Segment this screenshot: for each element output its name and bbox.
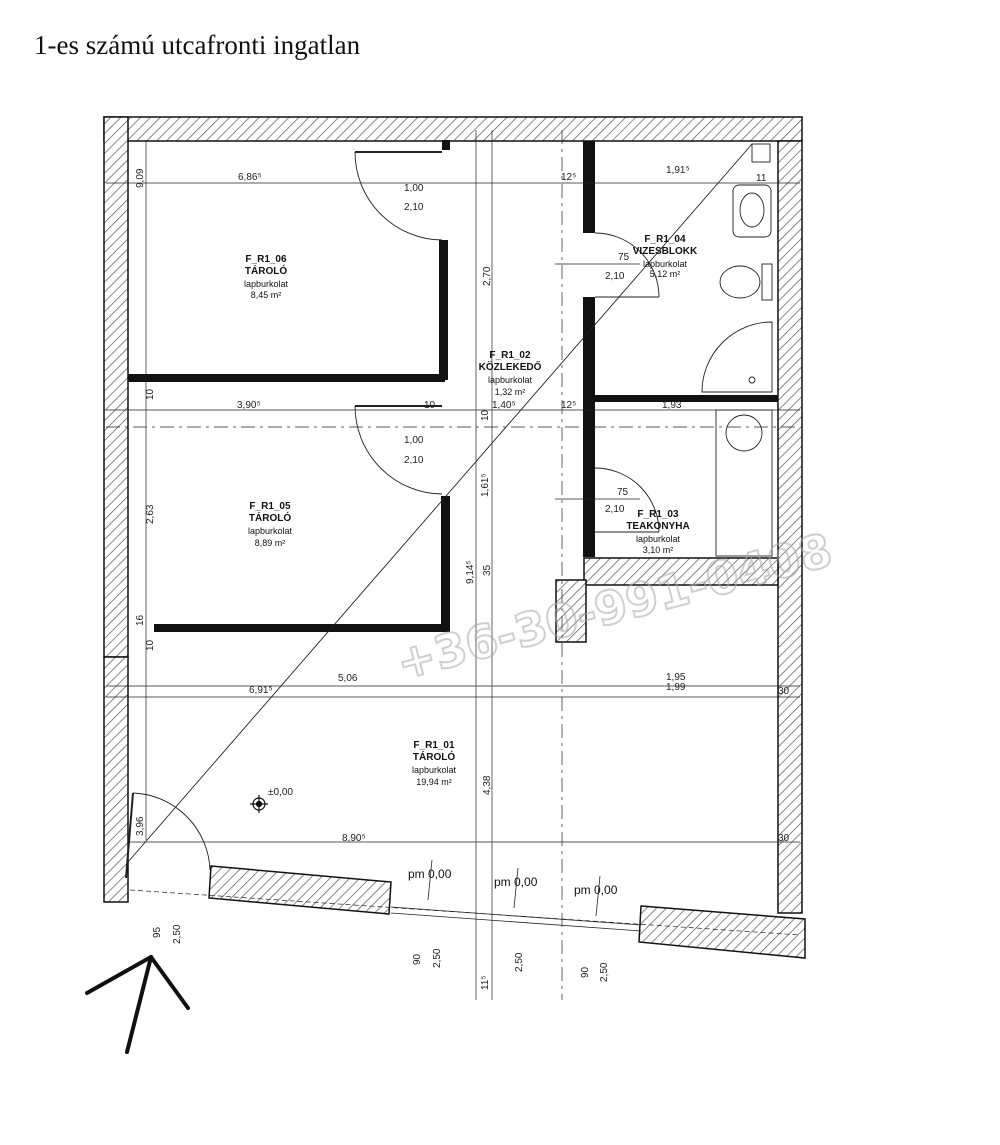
svg-text:lapburkolat: lapburkolat [488, 375, 533, 385]
dim-label: 1,40⁵ [492, 400, 516, 411]
dim-label: 3,96 [135, 816, 146, 836]
svg-text:3,10 m²: 3,10 m² [643, 545, 674, 555]
bathroom-fixtures [701, 143, 773, 557]
pm-label-2: pm 0,00 [494, 875, 538, 889]
svg-text:8,89 m²: 8,89 m² [255, 538, 286, 548]
svg-text:lapburkolat: lapburkolat [412, 765, 457, 775]
svg-text:lapburkolat: lapburkolat [248, 526, 293, 536]
room-label-f-r1-03: F_R1_03 TEAKONYHA lapburkolat 3,10 m² [626, 509, 689, 555]
dim-label: 10 [424, 400, 436, 411]
dim-label: 11⁵ [480, 975, 491, 990]
dim-label: 3,90⁵ [237, 400, 261, 411]
svg-text:lapburkolat: lapburkolat [636, 534, 681, 544]
dim-label: 5,06 [338, 673, 358, 684]
dim-label: 30 [778, 686, 790, 697]
svg-text:TEAKONYHA: TEAKONYHA [626, 521, 689, 532]
doors [125, 151, 660, 879]
dim-label: ±0,00 [268, 787, 293, 798]
elevation-marker-icon [250, 795, 268, 813]
pm-labels: pm 0,00 pm 0,00 pm 0,00 [408, 867, 618, 897]
windows [390, 906, 642, 932]
dim-label: 1,95 [666, 672, 686, 683]
entrance-arrow-icon [85, 955, 190, 1054]
dim-label: 2,10 [404, 202, 424, 213]
dim-label: 2,50 [514, 952, 525, 972]
column-icon [751, 143, 771, 163]
room-label-f-r1-01: F_R1_01 TÁROLÓ lapburkolat 19,94 m² [412, 740, 457, 787]
dim-label: 1,00 [404, 183, 424, 194]
dim-label: 1,93 [662, 400, 682, 411]
dim-label: 2,10 [605, 504, 625, 515]
phone-watermark: +36-30-991-0408 [391, 523, 838, 691]
svg-text:8,45 m²: 8,45 m² [251, 290, 282, 300]
pm-label-3: pm 0,00 [574, 883, 618, 897]
dim-label: 6,91⁵ [249, 685, 273, 696]
kitchen-counter-icon [715, 409, 773, 557]
dim-label: 1,00 [404, 435, 424, 446]
svg-text:19,94 m²: 19,94 m² [416, 777, 452, 787]
dim-label: 12⁵ [561, 172, 576, 183]
dim-label: 35 [482, 564, 493, 576]
dim-label: 2,10 [404, 455, 424, 466]
dim-label: 8,90⁵ [342, 833, 366, 844]
room-label-f-r1-06: F_R1_06 TÁROLÓ lapburkolat 8,45 m² [244, 254, 289, 300]
svg-text:F_R1_03: F_R1_03 [637, 509, 679, 520]
dim-label: 75 [618, 252, 630, 263]
svg-text:5,12 m²: 5,12 m² [650, 269, 681, 279]
dim-label: 90 [580, 966, 591, 978]
dim-label: 90 [412, 953, 423, 965]
dim-label: 95 [152, 926, 163, 938]
room-label-f-r1-04: F_R1_04 VIZESBLOKK lapburkolat 5,12 m² [633, 234, 698, 279]
dim-label: 12⁵ [561, 400, 576, 411]
svg-text:F_R1_06: F_R1_06 [245, 254, 287, 265]
shower-icon [701, 321, 773, 393]
dim-label: 10 [480, 409, 491, 421]
dim-label: 1,91⁵ [666, 165, 690, 176]
diagonal-reference-line [127, 143, 753, 863]
dim-label: 30 [778, 833, 790, 844]
dim-label: 2,50 [432, 948, 443, 968]
dim-label: 75 [617, 487, 629, 498]
svg-text:F_R1_04: F_R1_04 [644, 234, 686, 245]
dim-label: 10 [145, 639, 156, 651]
dim-label: 10 [145, 388, 156, 400]
sink-icon [732, 184, 772, 238]
dim-label: 2,50 [599, 962, 610, 982]
pm-ticks [427, 859, 601, 917]
svg-text:1,32 m²: 1,32 m² [495, 387, 526, 397]
room-label-f-r1-05: F_R1_05 TÁROLÓ lapburkolat 8,89 m² [248, 501, 293, 548]
svg-text:TÁROLÓ: TÁROLÓ [245, 264, 287, 277]
svg-text:F_R1_01: F_R1_01 [413, 740, 455, 751]
pm-label-1: pm 0,00 [408, 867, 452, 881]
dim-label: 2,10 [605, 271, 625, 282]
dim-label: 1,61⁵ [480, 473, 491, 497]
exterior-walls [103, 116, 806, 959]
dim-label: 4,38 [482, 775, 493, 795]
svg-text:TÁROLÓ: TÁROLÓ [413, 750, 455, 763]
dim-label: 2,63 [145, 504, 156, 524]
svg-text:TÁROLÓ: TÁROLÓ [249, 511, 291, 524]
room-label-f-r1-02: F_R1_02 KÖZLEKEDŐ lapburkolat 1,32 m² [479, 350, 542, 397]
dim-label: 16 [135, 614, 146, 626]
dim-label: 9,14⁵ [465, 560, 476, 584]
dim-label: 2,50 [172, 924, 183, 944]
interior-walls [128, 140, 778, 632]
dim-label: 2,70 [482, 266, 493, 286]
svg-text:F_R1_05: F_R1_05 [249, 501, 291, 512]
dimension-labels: 6,86⁵ 1,91⁵ 12⁵ 11 1,00 2,10 2,70 9,09 7… [135, 165, 790, 990]
svg-text:VIZESBLOKK: VIZESBLOKK [633, 246, 698, 257]
dimension-lines [106, 130, 801, 1000]
svg-text:lapburkolat: lapburkolat [244, 279, 289, 289]
dim-label: 9,09 [135, 168, 146, 188]
svg-text:lapburkolat: lapburkolat [643, 259, 688, 269]
svg-text:KÖZLEKEDŐ: KÖZLEKEDŐ [479, 360, 542, 373]
dim-label: 1,99 [666, 682, 686, 693]
page-title: 1-es számú utcafronti ingatlan [34, 30, 361, 60]
svg-text:F_R1_02: F_R1_02 [489, 350, 531, 361]
toilet-icon [719, 265, 761, 299]
dim-label: 6,86⁵ [238, 172, 262, 183]
dim-label: 11 [756, 173, 767, 184]
